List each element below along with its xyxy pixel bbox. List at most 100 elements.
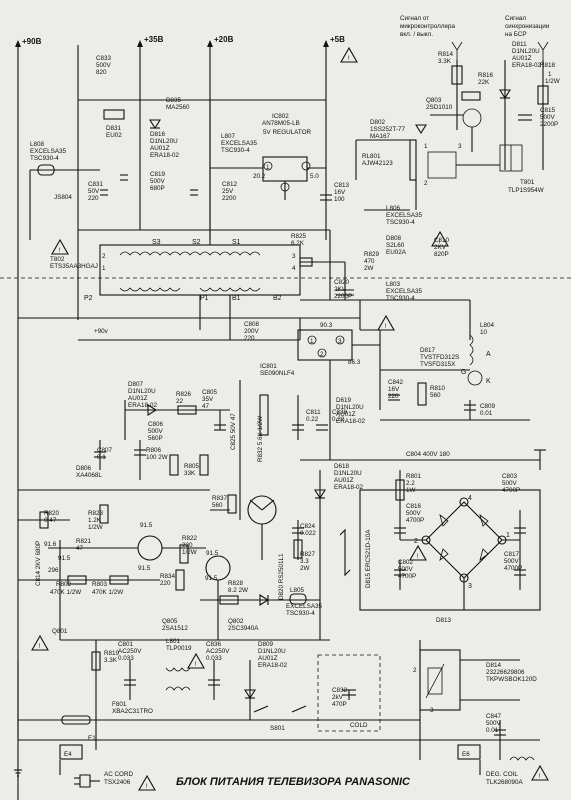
label-r821-2: 47 <box>76 545 84 552</box>
label-d809-2: D1NL20U <box>258 648 286 655</box>
label-r823-3: 1/2W <box>88 524 103 531</box>
diagram-title: БЛОК ПИТАНИЯ ТЕЛЕВИЗОРА PANASONIC <box>176 776 411 788</box>
label-l807-2: EXCELSA35 <box>221 140 258 147</box>
label-c809-1: C809 <box>480 403 496 410</box>
label-c819-1: C819 <box>150 171 166 178</box>
label-l804-1: L804 <box>480 322 495 329</box>
label-c815-3: 2200P <box>540 121 558 128</box>
label-d817-2: TVSTFD312S <box>420 354 459 361</box>
label-c820-1: C820 <box>334 279 350 286</box>
label-d807-4: ERA18-02 <box>128 402 158 409</box>
label-ic802-2: AN78M05-LB <box>262 120 300 127</box>
label-l803-2: EXCELSA35 <box>386 288 423 295</box>
label-c819-3: 680P <box>150 185 165 192</box>
label-r828-1: R828 <box>228 580 244 587</box>
label-c819-2: 500V <box>150 178 166 185</box>
signal-sync-line-3: на БСР <box>505 31 527 38</box>
label-ic802-1: IC802 <box>272 113 289 120</box>
label-d835-1: D835 <box>166 97 182 104</box>
label-p2: P2 <box>84 295 93 302</box>
label-d831-2: EU02 <box>106 132 122 139</box>
label-r816-2: 22K <box>478 79 490 86</box>
label-r802-2: 470K 1/2W <box>50 589 81 596</box>
label-rl801-2: AJW42123 <box>362 160 393 167</box>
ic801-region <box>18 299 530 440</box>
label-r802-1: R802 <box>56 581 72 588</box>
label-r806-1: R806 <box>146 447 162 454</box>
label-ac-cord-1: AC CORD <box>104 771 133 778</box>
label-l806-3: TSC930-4 <box>386 219 415 226</box>
label-c842-2: 16V <box>388 386 400 393</box>
signal-antenna-symbols <box>451 41 549 60</box>
label-l803-1: L803 <box>386 281 401 288</box>
label-deg-coil-1: DEG. COIL <box>486 771 518 778</box>
label-ic801-2: SE090NLF4 <box>260 370 295 377</box>
label-c812-2: 25V <box>222 188 234 195</box>
label-r805-2: 33K <box>184 470 196 477</box>
label-r803-1: R803 <box>92 581 108 588</box>
bottom-section-wiring <box>17 639 540 775</box>
label-r801-2: 2.2 <box>406 480 415 487</box>
label-f801-1: F801 <box>112 701 127 708</box>
label-d814-1: D814 <box>486 662 502 669</box>
ground-symbol-icon <box>14 769 22 777</box>
label-l805-1: L805 <box>290 587 305 594</box>
svg-text:!: ! <box>348 55 350 62</box>
label-r837-1: R837 <box>212 495 228 502</box>
label-ic802-pin-1: 1 <box>266 164 270 171</box>
label-v5-0: 5.0 <box>310 173 319 180</box>
label-d807-3: AU01Z <box>128 395 148 402</box>
label-q801: Q801 <box>52 628 68 635</box>
label-q803-2: 2SD1010 <box>426 104 453 111</box>
label-d835-2: MA2560 <box>166 104 190 111</box>
label-d806-2: XA4068L <box>76 472 102 479</box>
label-d808-3: EU02A <box>386 249 407 256</box>
label-bridge-pin-4: 3 <box>468 583 472 590</box>
rail-arrows <box>15 40 329 47</box>
label-c831-3: 220 <box>88 195 99 202</box>
relay-section-wiring <box>355 60 549 211</box>
label-d619-3: AU01Z <box>336 411 356 418</box>
label-d809-1: D809 <box>258 641 274 648</box>
label-r834-1: R834 <box>160 573 176 580</box>
label-c813-3: 100 <box>334 196 345 203</box>
label-c833-2: 500V <box>96 62 112 69</box>
label-r819-2: 3.3K <box>104 657 118 664</box>
label-r810-1: R810 <box>430 385 446 392</box>
svg-text:!: ! <box>146 783 148 790</box>
label-t801-1: T801 <box>520 179 535 186</box>
label-d802-2: 1SS252T-77 <box>370 126 406 133</box>
label-d618-3: AU01Z <box>334 477 354 484</box>
label-d817-3: TVSFD315X <box>420 361 456 368</box>
label-d816-2: D1NL20U <box>150 138 178 145</box>
label-c812-1: C812 <box>222 181 238 188</box>
label-d813: D813 <box>436 617 452 624</box>
top-section-wiring <box>29 100 332 240</box>
label-r826-1: R826 <box>176 391 192 398</box>
label-led-a: A <box>486 351 491 358</box>
label-d820: D820 RS2501L1 <box>278 553 285 600</box>
label-r825-1: R825 <box>291 233 307 240</box>
label-d618-2: D1NL20U <box>334 470 362 477</box>
label-l807-3: TSC930-4 <box>221 147 250 154</box>
label-c816-2: 500V <box>406 510 422 517</box>
label-q803-1: Q803 <box>426 97 442 104</box>
label-d811-1: D811 <box>512 41 527 48</box>
label-s2: S2 <box>192 239 201 246</box>
label-e1: E1 <box>88 735 96 742</box>
label-bridge-pin-3: 2 <box>414 538 418 545</box>
label-c836-1: C836 <box>206 641 222 648</box>
signal-mcu-line-3: вкл. / выкл. <box>400 31 433 38</box>
label-t802-pin-2: 2 <box>102 253 106 260</box>
label-c808-3: 220 <box>244 335 255 342</box>
label-c831-2: 50V <box>88 188 100 195</box>
label-c801-3: 0.033 <box>118 655 134 662</box>
label-c808-2: 200V <box>244 328 260 335</box>
label-v296: 296 <box>48 567 59 574</box>
label-r827-2: 3.3 <box>300 558 309 565</box>
label-v90-3: 90.3 <box>320 322 333 329</box>
label-d618-1: D618 <box>334 463 350 470</box>
label-r816-1: R816 <box>478 72 494 79</box>
svg-text:!: ! <box>195 661 197 668</box>
rail-90v-label: +90В <box>22 37 42 46</box>
